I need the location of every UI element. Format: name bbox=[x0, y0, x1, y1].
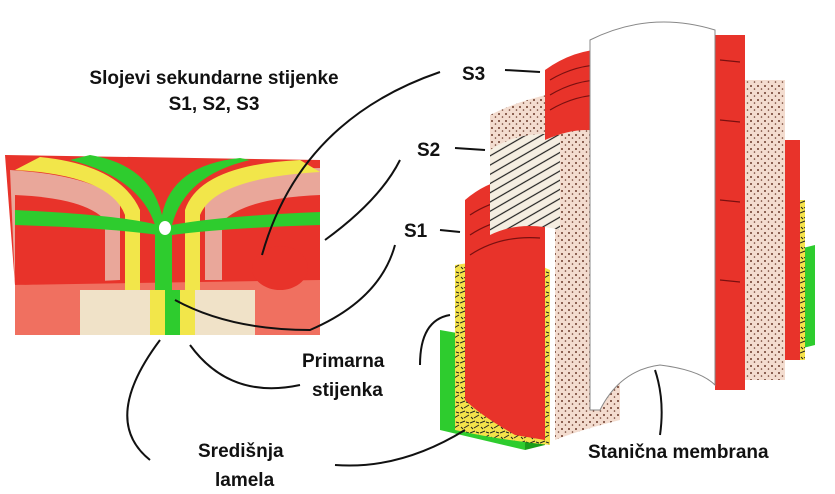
label-membrane: Stanična membrana bbox=[588, 442, 769, 463]
leader-lamella-left bbox=[127, 340, 160, 460]
leader-membrane bbox=[655, 370, 662, 435]
label-s2: S2 bbox=[417, 140, 440, 161]
title-line1: Slojevi sekundarne stijenke bbox=[89, 68, 338, 89]
cylinder-illustration bbox=[440, 22, 815, 450]
label-middle-line2: lamela bbox=[215, 470, 275, 491]
leader-primary-left bbox=[190, 345, 300, 388]
front-face-lamella bbox=[165, 290, 180, 335]
intercellular-space bbox=[159, 221, 171, 235]
cylinder-lumen bbox=[590, 22, 715, 410]
front-face-s2-left bbox=[80, 290, 150, 335]
cylinder-s2-inner bbox=[490, 134, 560, 235]
leader-lamella-right bbox=[335, 430, 465, 466]
cylinder-s3-right bbox=[715, 35, 745, 390]
label-s1: S1 bbox=[404, 221, 428, 242]
leader-s1-tip bbox=[440, 230, 460, 232]
leader-s2 bbox=[325, 160, 400, 240]
lumen-edge bbox=[252, 246, 308, 290]
leader-s2-tip bbox=[455, 148, 485, 150]
label-middle-line1: Središnja bbox=[198, 441, 284, 462]
cross-section-illustration bbox=[5, 155, 320, 335]
label-s3: S3 bbox=[462, 64, 485, 85]
label-primary-line2: stijenka bbox=[312, 380, 383, 401]
leader-s3-tip bbox=[505, 70, 540, 72]
title-line2: S1, S2, S3 bbox=[169, 94, 260, 115]
label-primary-line1: Primarna bbox=[302, 351, 385, 372]
